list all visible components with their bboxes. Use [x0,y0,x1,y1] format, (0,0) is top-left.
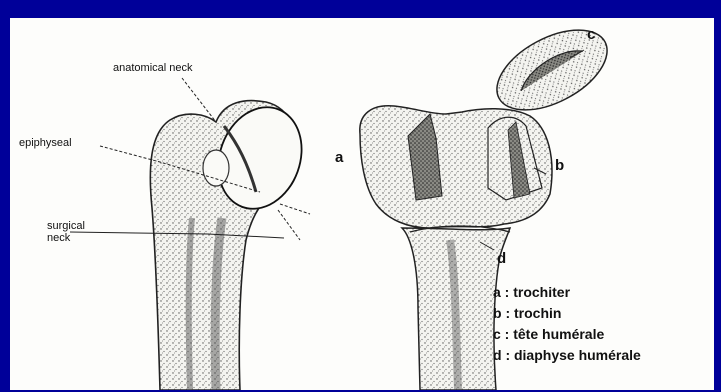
label-c: c [587,26,595,43]
label-epiphyseal: epiphyseal [19,137,72,149]
label-d: d [497,250,506,267]
label-b: b [555,157,564,174]
legend: a : trochiter b : trochin c : tête humér… [493,282,641,366]
legend-item-d: d : diaphyse humérale [493,345,641,366]
legend-item-a: a : trochiter [493,282,641,303]
legend-item-b: b : trochin [493,303,641,324]
diagram-frame: anatomical neck epiphyseal surgical neck… [10,18,714,390]
label-a: a [335,149,343,166]
label-anatomical-neck: anatomical neck [113,62,193,74]
label-surgical-neck: surgical neck [47,220,87,244]
legend-item-c: c : tête humérale [493,324,641,345]
left-humerus [150,95,315,390]
